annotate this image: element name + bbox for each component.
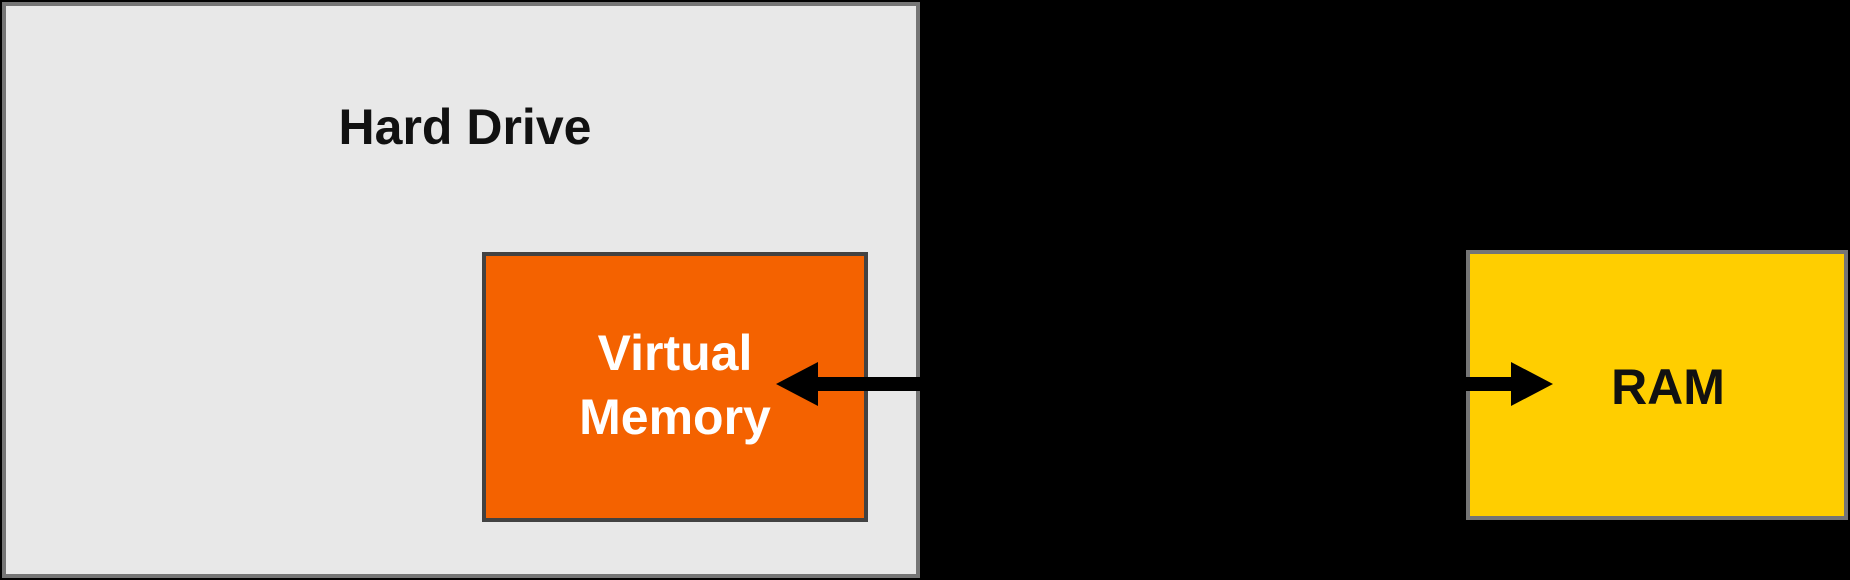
virtual-memory-label-line: Virtual bbox=[597, 325, 753, 381]
ram-box: RAM bbox=[1466, 250, 1848, 520]
hard-drive-label: Hard Drive bbox=[338, 99, 592, 155]
ram-label: RAM bbox=[1611, 359, 1725, 415]
virtual-memory-label-line: Memory bbox=[579, 389, 771, 445]
